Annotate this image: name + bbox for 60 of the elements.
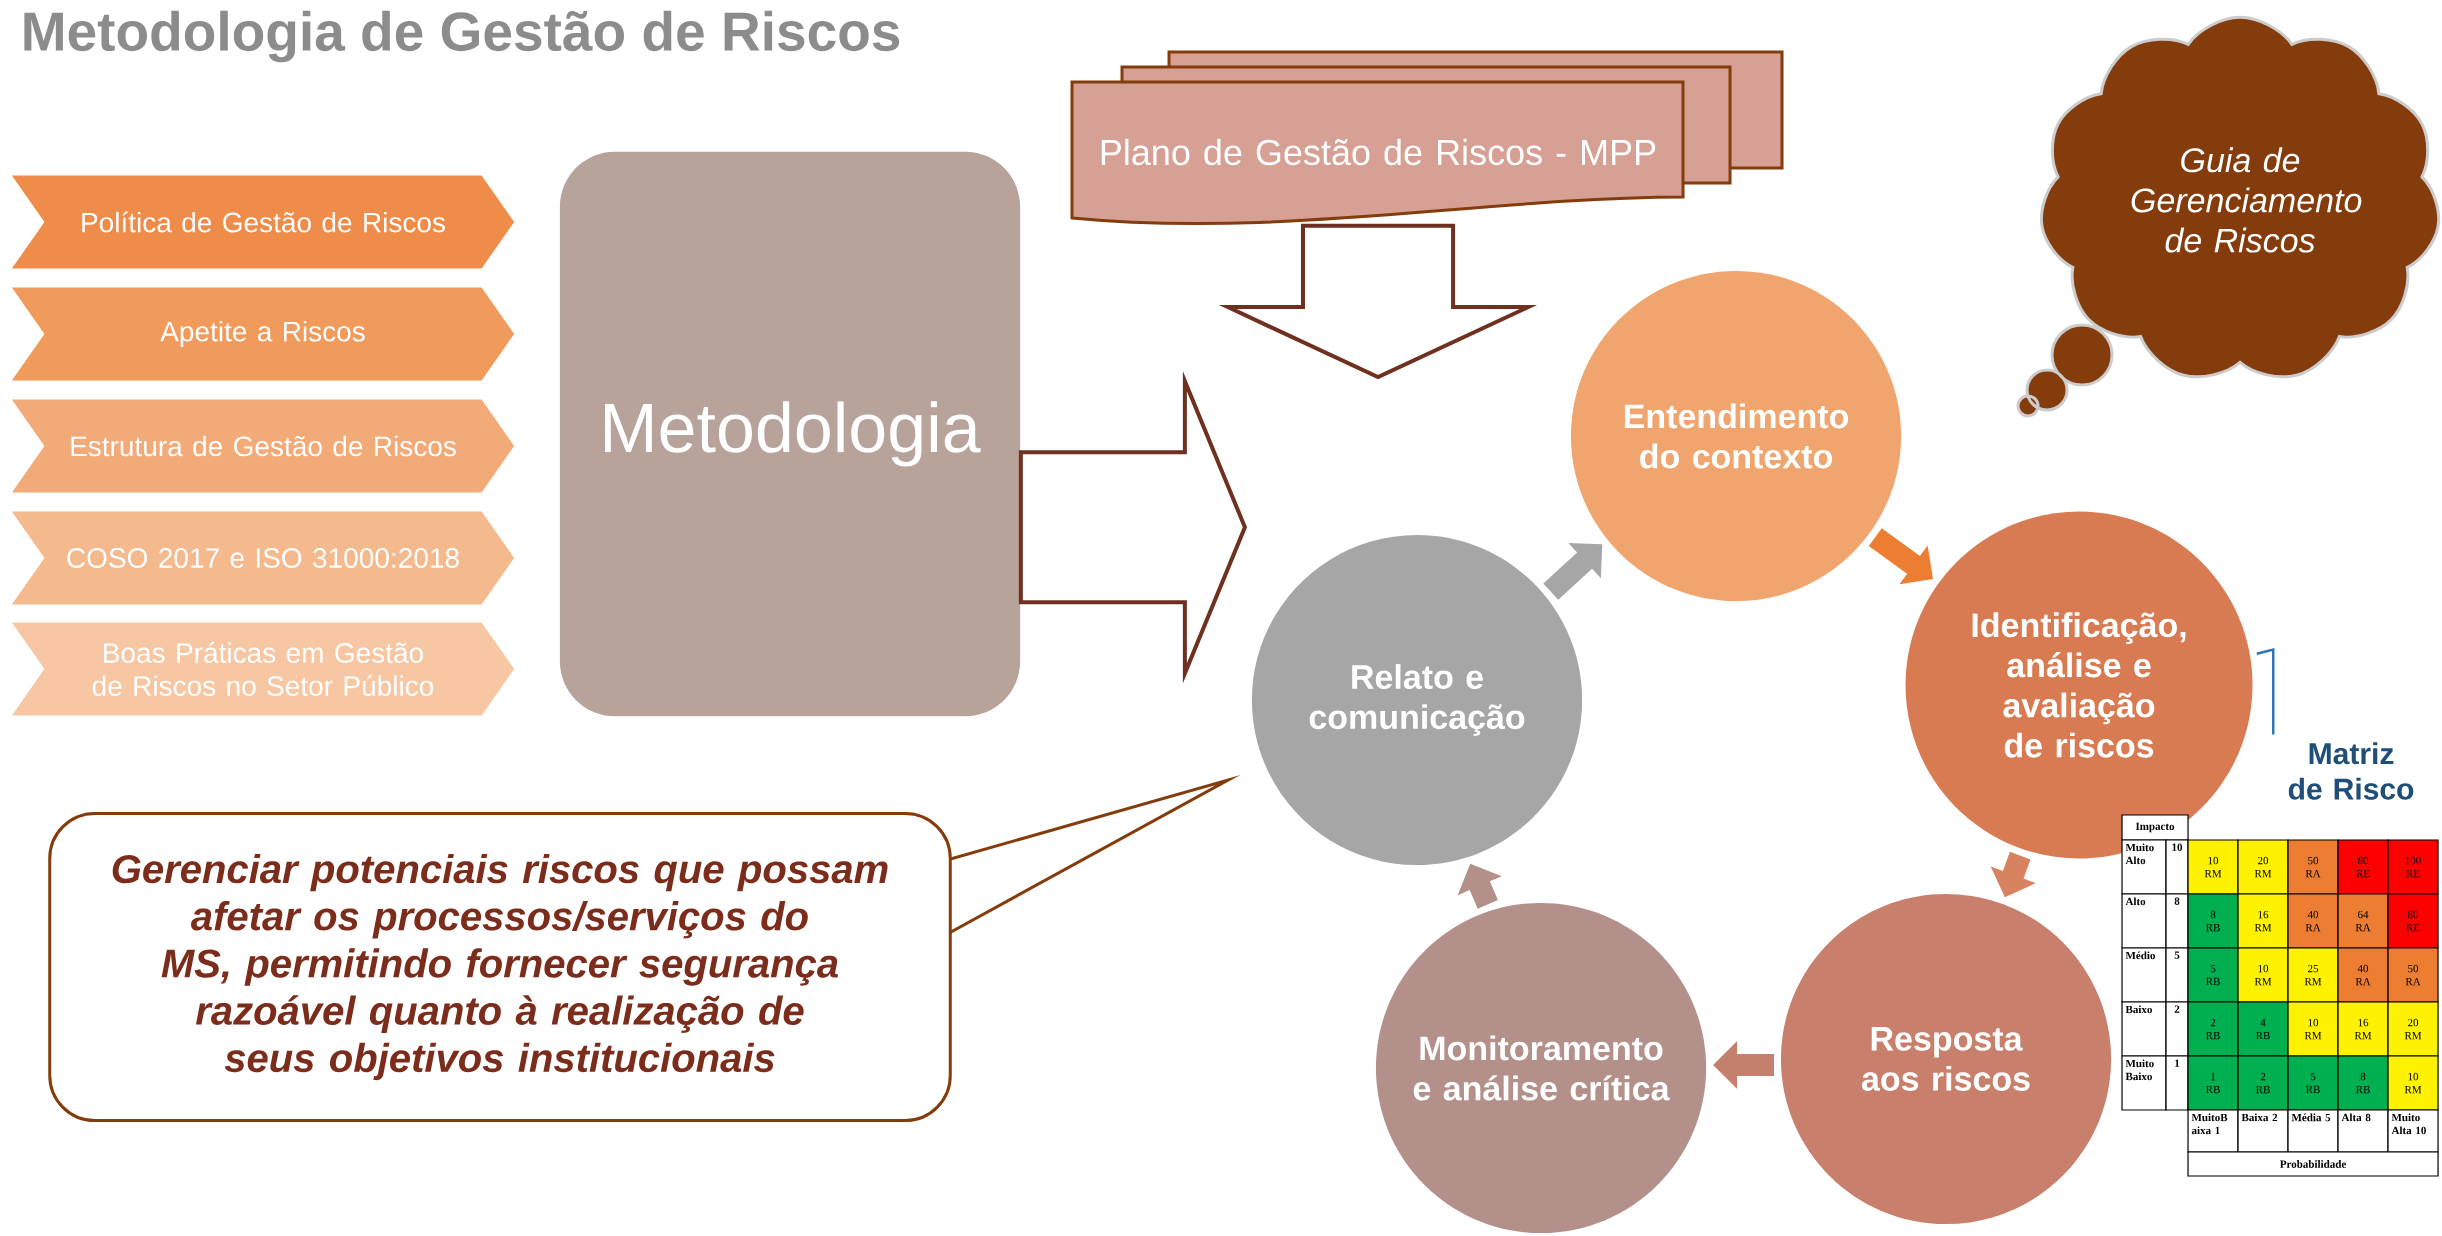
block-arrow — [1018, 371, 1248, 684]
table-cell: 16 RM — [2237, 893, 2289, 949]
block-arrow — [1543, 542, 1603, 600]
table-cell: 80 RE — [2337, 839, 2389, 895]
table-cell: 40 RA — [2287, 893, 2339, 949]
table-cell: 2 RB — [2237, 1055, 2289, 1111]
table-cell: 4 RB — [2237, 1001, 2289, 1057]
block-arrow — [1868, 528, 1933, 585]
pointed-banner: COSO 2017 e ISO 31000:2018 — [11, 511, 515, 605]
table-cell: 64 RA — [2337, 893, 2389, 949]
table-cell: 50 RA — [2287, 839, 2339, 895]
table-cell: 80 RE — [2387, 893, 2439, 949]
table-cell: 5 RB — [2187, 947, 2239, 1003]
table-cell: 10 RM — [2187, 839, 2239, 895]
table-cell: Alto — [2121, 893, 2167, 949]
table-cell: 40 RA — [2337, 947, 2389, 1003]
table-cell: 100 RE — [2387, 839, 2439, 895]
table-cell: MuitoB aixa 1 — [2187, 1109, 2239, 1153]
table-cell: Alta 8 — [2337, 1109, 2389, 1153]
pointed-banner: Estrutura de Gestão de Riscos — [11, 399, 515, 493]
table-cell: 10 RM — [2387, 1055, 2439, 1111]
speech-callout: Gerenciar potenciais riscos que possam afetar os processos/serviços do MS, permitindo fornecer segurança razoável quanto à realização de seus objetivos institucionais — [48, 774, 1241, 1123]
document-stack: Plano de Gestão de Riscos - MPP — [1070, 50, 1784, 225]
table-cell: 8 — [2165, 893, 2189, 949]
pointed-banner: Apetite a Riscos — [11, 287, 515, 381]
block-arrow — [1713, 1041, 1774, 1090]
table-cell: 2 — [2165, 1001, 2189, 1057]
table-cell: 20 RM — [2237, 839, 2289, 895]
table-cell: Muito Baixo — [2121, 1055, 2167, 1111]
table-cell: 1 RB — [2187, 1055, 2239, 1111]
table-cell: 16 RM — [2337, 1001, 2389, 1057]
title: Metodologia de Gestão de Riscos — [24, 10, 900, 63]
table-cell: 5 — [2165, 947, 2189, 1003]
table-cell: 5 RB — [2287, 1055, 2339, 1111]
table-cell: 25 RM — [2287, 947, 2339, 1003]
table-cell: 8 RB — [2187, 893, 2239, 949]
callout-label: Matriz de Risco — [2288, 742, 2414, 800]
block-arrow — [1218, 223, 1538, 380]
table-cell: Médio — [2121, 947, 2167, 1003]
block-arrow — [1990, 851, 2036, 898]
table-cell: Média 5 — [2287, 1109, 2339, 1153]
table-cell: Impacto — [2121, 814, 2189, 841]
table-cell: 10 RM — [2287, 1001, 2339, 1057]
table-cell: 20 RM — [2387, 1001, 2439, 1057]
rounded-box: Metodologia — [559, 151, 1021, 717]
table-cell: Baixa 2 — [2237, 1109, 2289, 1153]
table-cell: Muito Alta 10 — [2387, 1109, 2439, 1153]
table-cell: 10 RM — [2237, 947, 2289, 1003]
table-cell: 1 — [2165, 1055, 2189, 1111]
block-arrow — [1457, 863, 1502, 909]
table-cell: 2 RB — [2187, 1001, 2239, 1057]
thought-cloud: Guia de Gerenciamento de Riscos — [2016, 15, 2441, 418]
pointed-banner: Política de Gestão de Riscos — [11, 175, 515, 269]
table-cell: Baixo — [2121, 1001, 2167, 1057]
pointed-banner: Boas Práticas em Gestão de Riscos no Setor Público — [11, 622, 515, 716]
table-cell: 10 — [2165, 839, 2189, 895]
table-cell: Muito Alto — [2121, 839, 2167, 895]
table-cell: 50 RA — [2387, 947, 2439, 1003]
leader-line — [2256, 647, 2275, 735]
table-cell: 8 RB — [2337, 1055, 2389, 1111]
